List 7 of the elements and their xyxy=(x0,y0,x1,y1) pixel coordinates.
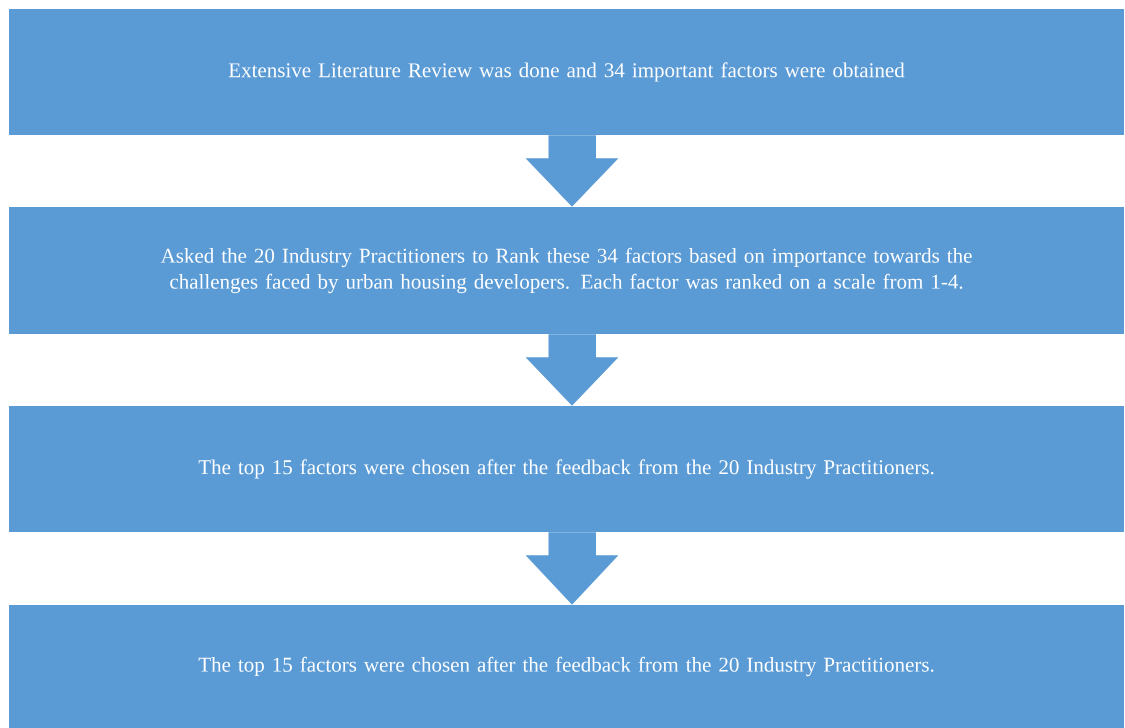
process-box: Asked the 20 Industry Practitioners to Rank these 34 factors based on importance towards the challenges faced by urban housing developers. Each factor was ranked on a scale from 1-4. xyxy=(9,207,1124,334)
block-arrow xyxy=(525,334,619,406)
process-box: The top 15 factors were chosen after the feedback from the 20 Industry Practitioners. xyxy=(9,605,1124,728)
block-arrow xyxy=(525,532,619,605)
block-arrow xyxy=(525,135,619,207)
process-box: Extensive Literature Review was done and 34 important factors were obtained xyxy=(9,9,1124,135)
process-box: The top 15 factors were chosen after the feedback from the 20 Industry Practitioners. xyxy=(9,406,1124,532)
